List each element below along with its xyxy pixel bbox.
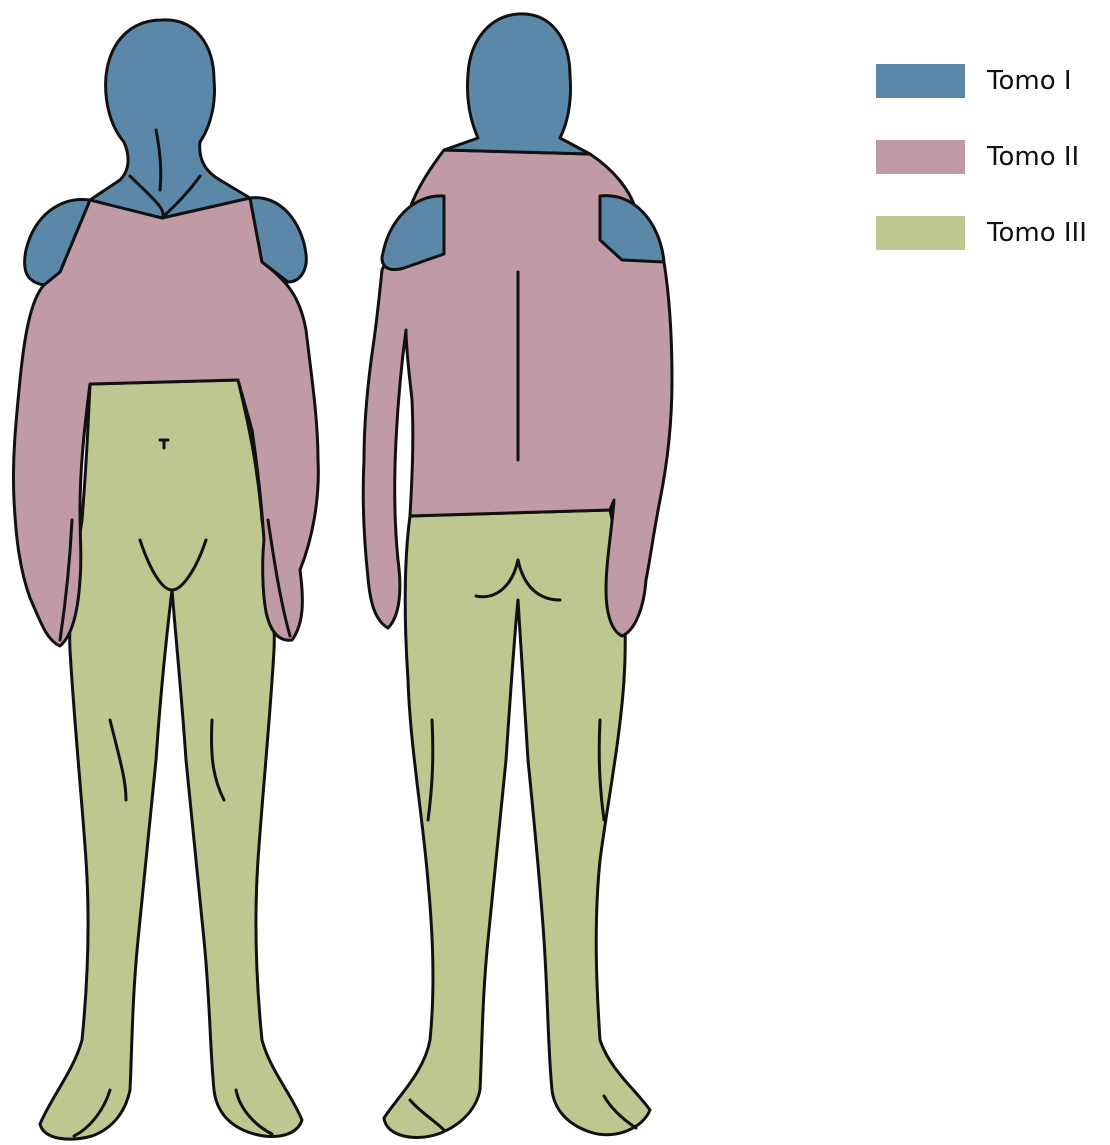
legend-label-tomo-iii: Tomo III [987,214,1087,252]
back-body-figure [363,14,672,1138]
legend-swatch-tomo-i [876,64,965,98]
front-tomo-i-head-neck [90,20,250,218]
front-body-figure [13,20,318,1139]
back-tomo-i-left-shoulder [382,196,444,270]
legend-swatch-tomo-iii [876,216,965,250]
legend-swatch-tomo-ii [876,140,965,174]
legend-label-tomo-ii: Tomo II [987,138,1079,176]
back-tomo-i-head-neck [444,14,590,154]
legend-label-tomo-i: Tomo I [987,62,1072,100]
